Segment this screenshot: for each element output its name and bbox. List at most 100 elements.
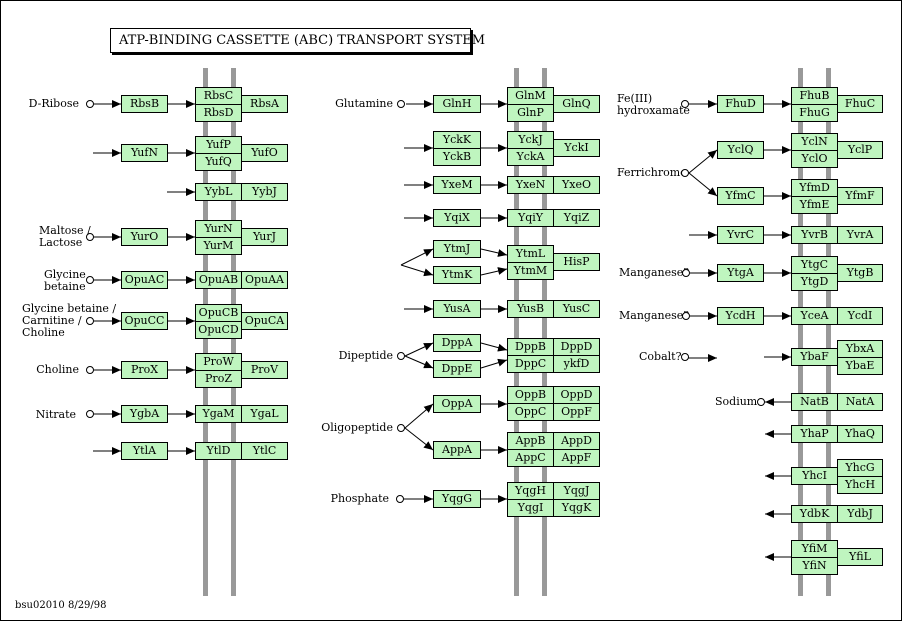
gene-yfme[interactable]: YfmE [791, 196, 838, 214]
gene-yxem[interactable]: YxeM [433, 176, 481, 194]
compound-node[interactable] [397, 424, 405, 432]
gene-yqgj[interactable]: YqgJ [553, 482, 600, 500]
gene-yhci[interactable]: YhcI [791, 467, 838, 485]
compound-glutamine[interactable]: Glutamine [335, 97, 393, 110]
gene-opuab[interactable]: OpuAB [195, 271, 242, 289]
compound-node[interactable] [681, 100, 689, 108]
gene-yckj[interactable]: YckJ [507, 131, 554, 149]
gene-appf[interactable]: AppF [553, 449, 600, 467]
gene-yusa[interactable]: YusA [433, 300, 481, 318]
gene-glnm[interactable]: GlnM [507, 87, 554, 105]
gene-opucb[interactable]: OpuCB [195, 304, 242, 322]
gene-ycka[interactable]: YckA [507, 148, 554, 166]
gene-dppd[interactable]: DppD [553, 338, 600, 356]
gene-prov[interactable]: ProV [241, 361, 288, 379]
gene-proz[interactable]: ProZ [195, 370, 242, 388]
gene-rbsb[interactable]: RbsB [121, 95, 168, 113]
gene-ytmm[interactable]: YtmM [507, 262, 554, 280]
compound-node[interactable] [757, 398, 765, 406]
gene-yqgi[interactable]: YqgI [507, 499, 554, 517]
gene-ycln[interactable]: YclN [791, 133, 838, 151]
compound-choline[interactable]: Choline [36, 363, 79, 376]
gene-dppa[interactable]: DppA [433, 334, 481, 352]
gene-yybj[interactable]: YybJ [241, 183, 288, 201]
compound-node[interactable] [86, 233, 94, 241]
gene-dppc[interactable]: DppC [507, 355, 554, 373]
gene-ybxa[interactable]: YbxA [837, 340, 883, 358]
gene-yufp[interactable]: YufP [195, 136, 242, 154]
gene-ytga[interactable]: YtgA [717, 264, 764, 282]
compound-node[interactable] [86, 100, 94, 108]
gene-yurj[interactable]: YurJ [241, 228, 288, 246]
gene-glnh[interactable]: GlnH [433, 95, 481, 113]
gene-yusb[interactable]: YusB [507, 300, 554, 318]
compound-glycine-betaine-carnitine-choline[interactable]: Glycine betaine /Carnitine /Choline [22, 303, 116, 339]
compound-d-ribose[interactable]: D-Ribose [28, 97, 79, 110]
gene-ytld[interactable]: YtlD [195, 442, 242, 460]
compound-node[interactable] [681, 169, 689, 177]
compound-node[interactable] [86, 410, 94, 418]
gene-ygal[interactable]: YgaL [241, 405, 288, 423]
compound-maltose-lactose[interactable]: Maltose /Lactose [39, 225, 91, 249]
gene-appa[interactable]: AppA [433, 441, 481, 459]
gene-yhaq[interactable]: YhaQ [837, 425, 883, 443]
gene-opucc[interactable]: OpuCC [121, 312, 168, 330]
gene-ygam[interactable]: YgaM [195, 405, 242, 423]
gene-appd[interactable]: AppD [553, 432, 600, 450]
gene-fhud[interactable]: FhuD [717, 95, 764, 113]
gene-yfmc[interactable]: YfmC [717, 187, 764, 205]
gene-ycea[interactable]: YceA [791, 307, 838, 325]
gene-yclq[interactable]: YclQ [717, 141, 764, 159]
gene-ydbj[interactable]: YdbJ [837, 505, 883, 523]
gene-ytgc[interactable]: YtgC [791, 256, 838, 274]
gene-natb[interactable]: NatB [791, 393, 838, 411]
compound-oligopeptide[interactable]: Oligopeptide [321, 421, 393, 434]
gene-yfin[interactable]: YfiN [791, 557, 838, 575]
gene-glnp[interactable]: GlnP [507, 104, 554, 122]
gene-ybaf[interactable]: YbaF [791, 348, 838, 366]
compound-node[interactable] [682, 269, 690, 277]
gene-oppf[interactable]: OppF [553, 403, 600, 421]
gene-yckb[interactable]: YckB [433, 148, 481, 166]
gene-ycKk[interactable]: YckK [433, 131, 481, 149]
gene-oppb[interactable]: OppB [507, 386, 554, 404]
compound-phosphate[interactable]: Phosphate [330, 492, 389, 505]
gene-oppd[interactable]: OppD [553, 386, 600, 404]
gene-yqix[interactable]: YqiX [433, 209, 481, 227]
gene-ytmk[interactable]: YtmK [433, 266, 481, 284]
gene-ytla[interactable]: YtlA [121, 442, 168, 460]
gene-ygba[interactable]: YgbA [121, 405, 168, 423]
gene-yqgg[interactable]: YqgG [433, 490, 481, 508]
gene-yusc[interactable]: YusC [553, 300, 600, 318]
gene-yfim[interactable]: YfiM [791, 540, 838, 558]
gene-yfmf[interactable]: YfmF [837, 187, 883, 205]
gene-hisp[interactable]: HisP [553, 253, 600, 271]
compound-nitrate[interactable]: Nitrate [35, 408, 76, 421]
gene-ycdh[interactable]: YcdH [717, 307, 764, 325]
gene-ytlc[interactable]: YtlC [241, 442, 288, 460]
gene-yvra[interactable]: YvrA [837, 226, 883, 244]
gene-yfil[interactable]: YfiL [837, 548, 883, 566]
gene-opuac[interactable]: OpuAC [121, 271, 168, 289]
gene-yqgk[interactable]: YqgK [553, 499, 600, 517]
compound-node[interactable] [681, 353, 689, 361]
gene-ytml[interactable]: YtmL [507, 245, 554, 263]
gene-yclo[interactable]: YclO [791, 150, 838, 168]
compound-node[interactable] [86, 317, 94, 325]
compound-node[interactable] [682, 312, 690, 320]
gene-ydbk[interactable]: YdbK [791, 505, 838, 523]
gene-nata[interactable]: NatA [837, 393, 883, 411]
gene-yurm[interactable]: YurM [195, 237, 242, 255]
gene-yuro[interactable]: YurO [121, 228, 168, 246]
gene-glnq[interactable]: GlnQ [553, 95, 600, 113]
gene-ytgb[interactable]: YtgB [837, 264, 883, 282]
gene-opuaa[interactable]: OpuAA [241, 271, 288, 289]
compound-ferrichrome[interactable]: Ferrichrome [617, 166, 687, 179]
gene-yclp[interactable]: YclP [837, 141, 883, 159]
gene-rbsa[interactable]: RbsA [241, 95, 288, 113]
gene-ycki[interactable]: YckI [553, 139, 600, 157]
gene-yhap[interactable]: YhaP [791, 425, 838, 443]
gene-fhuc[interactable]: FhuC [837, 95, 883, 113]
compound-node[interactable] [86, 366, 94, 374]
